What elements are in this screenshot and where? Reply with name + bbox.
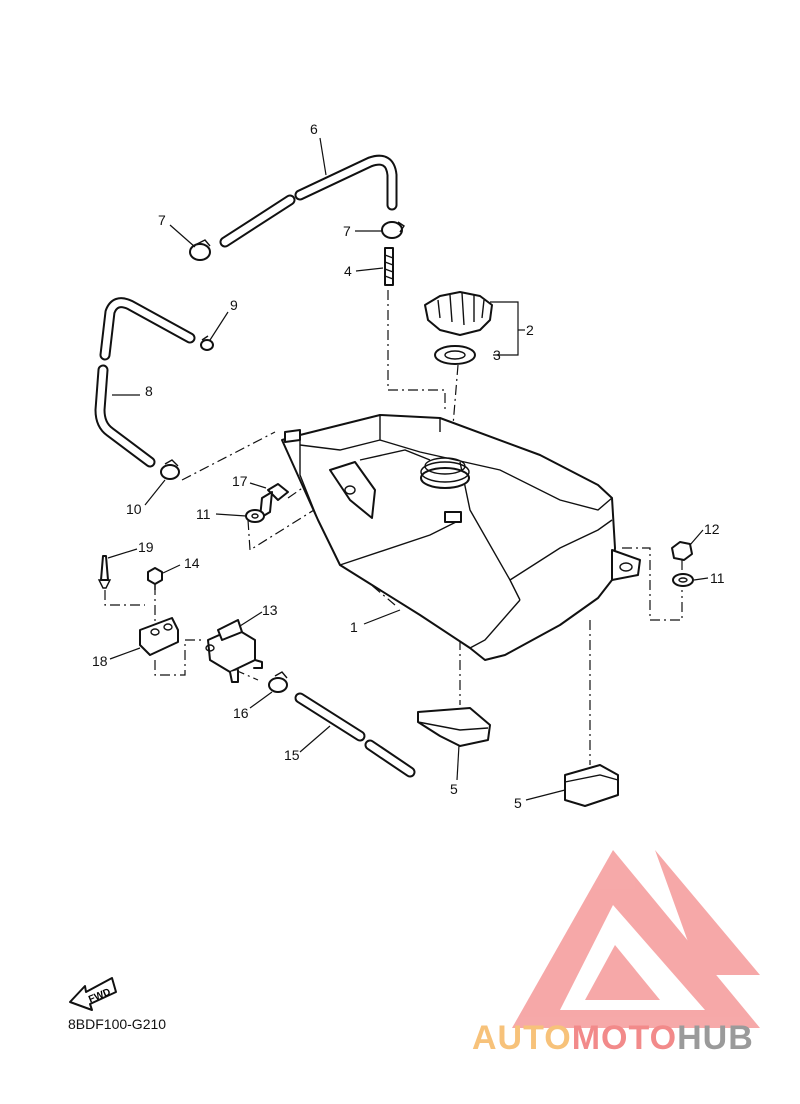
callout-bracket-2-3 [490, 301, 519, 356]
hose-clip-upper-right [381, 221, 405, 239]
fuel-cap [424, 291, 493, 336]
fuel-cock-13 [205, 619, 263, 683]
callout-4: 4 [344, 263, 352, 279]
cap-gasket [434, 345, 476, 365]
damper-pad-center [417, 707, 491, 747]
callout-18: 18 [92, 653, 108, 669]
callout-6: 6 [310, 121, 318, 137]
brand-part-moto: MOTO [571, 1019, 678, 1057]
callout-16: 16 [233, 705, 249, 721]
callout-15: 15 [284, 747, 300, 763]
hose-clip-16 [268, 671, 288, 693]
hose-clip-upper-left [189, 239, 211, 261]
callout-10: 10 [126, 501, 142, 517]
callout-7-right: 7 [343, 223, 351, 239]
brand-part-auto: AUTO [472, 1019, 572, 1057]
breather-pipe [384, 247, 394, 286]
callout-14: 14 [184, 555, 200, 571]
callout-9: 9 [230, 297, 238, 313]
callout-3: 3 [493, 347, 501, 363]
callout-13: 13 [262, 602, 278, 618]
callout-7-left: 7 [158, 212, 166, 228]
brand-logo-mark [512, 850, 760, 1028]
callout-12: 12 [704, 521, 720, 537]
callout-11-left: 11 [196, 506, 211, 522]
callout-2: 2 [526, 322, 534, 338]
tie-19 [97, 555, 112, 589]
callout-numbers: 1 2 3 4 5 5 6 7 7 8 9 10 11 11 12 13 14 … [92, 121, 725, 811]
callout-17: 17 [232, 473, 248, 489]
fuel-tank [281, 414, 641, 661]
leader-lines [107, 137, 709, 801]
callout-5-right: 5 [514, 795, 522, 811]
fuel-hose [94, 297, 196, 468]
forward-arrow-icon: FWD [69, 977, 117, 1011]
breather-hose [219, 154, 398, 248]
bolt-17 [259, 483, 289, 519]
callout-1: 1 [350, 619, 358, 635]
callout-5-center: 5 [450, 781, 458, 797]
hose-clip-10 [160, 459, 180, 480]
nut-12 [671, 541, 693, 561]
damper-pad-right [564, 764, 619, 807]
brand-part-hub: HUB [677, 1019, 754, 1057]
callout-11-right: 11 [710, 570, 725, 586]
fuel-hose-15 [294, 692, 416, 778]
washer-11-left [245, 509, 265, 523]
bolt-14 [147, 567, 163, 590]
callout-8: 8 [145, 383, 153, 399]
washer-11-right [672, 573, 694, 587]
hose-clip-9 [200, 335, 214, 351]
bracket-18 [139, 617, 179, 656]
callout-19: 19 [138, 539, 154, 555]
brand-watermark: AUTOMOTOHUB [472, 1019, 754, 1058]
diagram-code: 8BDF100-G210 [68, 1016, 167, 1032]
